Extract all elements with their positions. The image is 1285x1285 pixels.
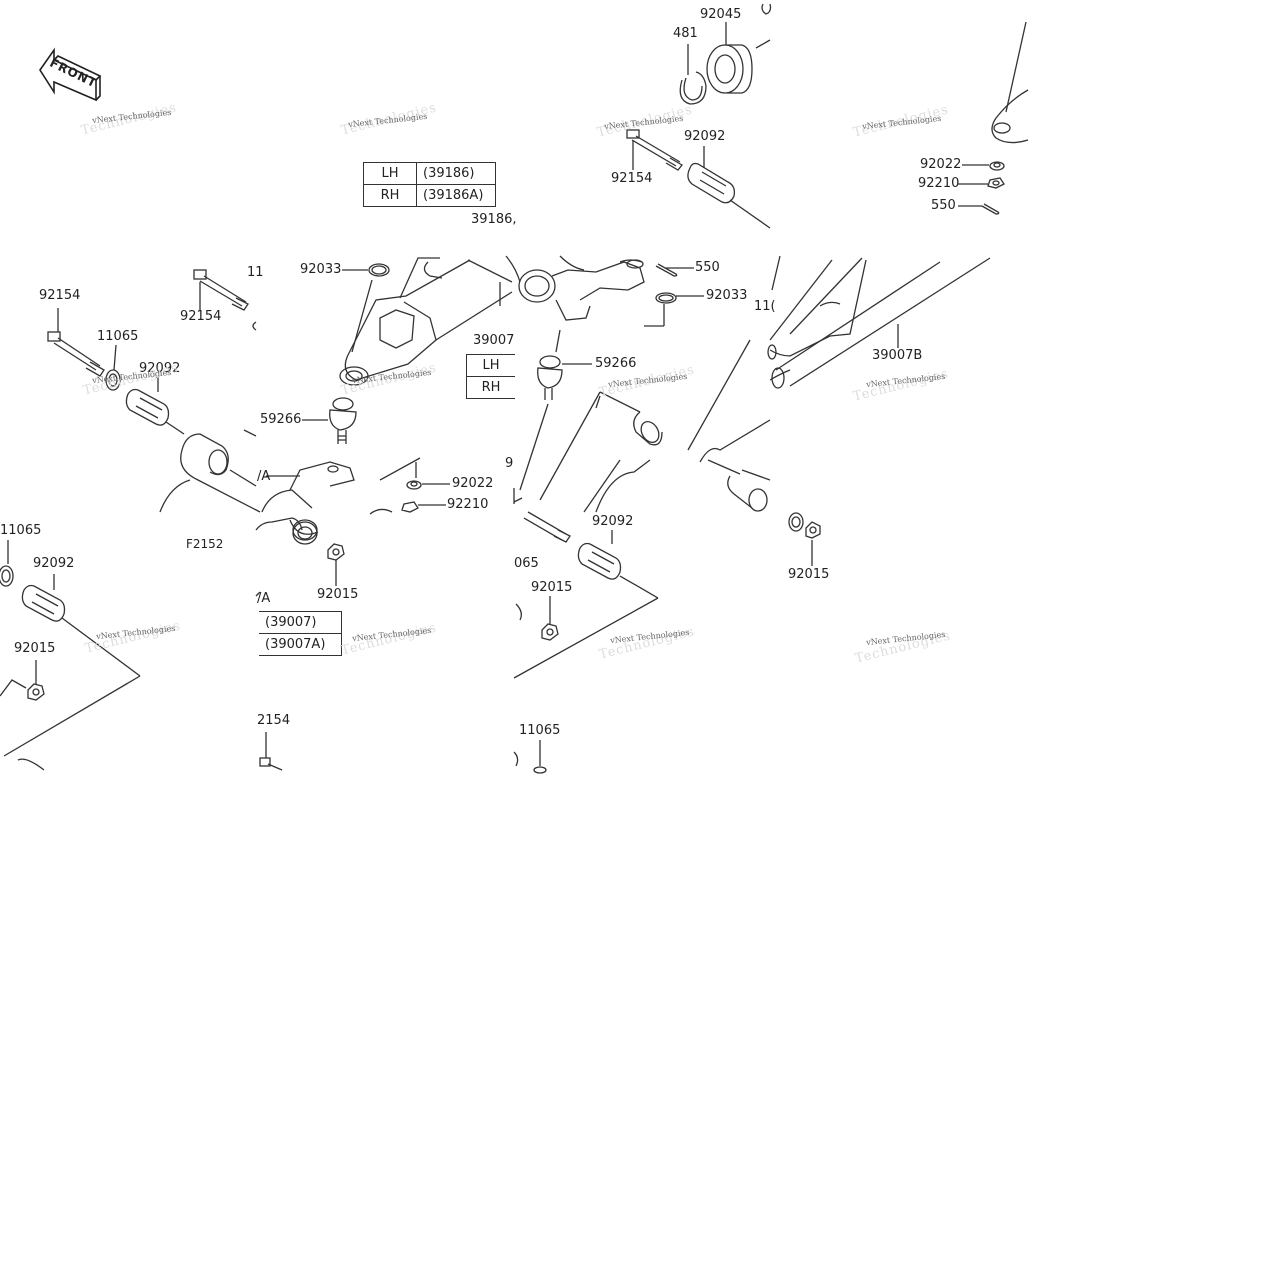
table-cell-side: LH [363,162,417,185]
part-label-92154-top: 92154 [611,171,653,186]
bolt-2154-bottom [259,757,283,771]
bushing-92092-top [687,162,771,229]
part-label-39007b: 39007B [872,348,923,363]
part-label-92033-center: 92033 [300,262,342,277]
bolt-bottom-mid [523,511,571,543]
lower-arm-mid [539,339,771,513]
variant-table-arm-mid: LH RH [466,354,515,399]
washer-92022-center [406,480,422,490]
diagram-code: F2152 [186,537,224,551]
variant-table-arm-low: (39007) (39007A) [259,611,342,656]
table-row: (39007A) [259,633,342,656]
part-label-92033-mid: 92033 [706,288,748,303]
bolt-92154-left-b [47,331,105,377]
ball-joint-59266-mid [537,355,563,400]
table-row: LH [466,354,515,377]
table-row: RH [466,376,515,399]
bolt-92154-left-a [193,269,249,311]
part-label-fragment-11b: 11( [754,299,776,314]
bushing-92092-low [3,584,141,757]
ring-92033-mid [655,292,677,304]
nut-92210-top [987,177,1005,189]
table-cell-part: (39186) [416,162,496,185]
part-label-59266-center: 59266 [260,412,302,427]
ring-92033-center [368,263,390,277]
washer-11065-bottom [513,751,547,774]
part-label-92154-b: 92154 [39,288,81,303]
table-cell-side: RH [466,376,515,399]
table-cell-part: (39007) [259,611,342,634]
upper-arm-center [339,257,513,386]
table-cell-part: (39007A) [259,633,342,656]
part-label-92210-top: 92210 [918,176,960,191]
part-label-92015-center: 92015 [317,587,359,602]
table-row: LH (39186) [363,162,496,185]
arm-lower-center [255,517,318,597]
washer-92022-top [989,161,1005,171]
nut-92015-right [788,512,821,539]
part-label-39007: 39007 [473,333,515,348]
part-label-92022-center: 92022 [452,476,494,491]
part-label-550-top: 550 [931,198,956,213]
ball-joint-59266-center [329,397,357,444]
front-arrow-icon [39,47,102,102]
part-label-92092-low: 92092 [33,556,75,571]
cotter-pin-550-mid [655,263,678,277]
part-label-92092-bottom-mid: 92092 [592,514,634,529]
part-label-92015-low: 92015 [14,641,56,656]
part-label-92015-bottom-mid: 92015 [531,580,573,595]
bushing-92092-left [125,388,185,435]
table-row: (39007) [259,611,342,634]
knuckle-top-right [991,21,1029,144]
snap-ring-481 [679,71,707,105]
table-cell-side: RH [363,184,417,207]
part-label-39186: 39186, [471,212,517,227]
bushing-92092-bottom-mid [513,542,659,679]
cotter-pin-550-top [981,203,1000,215]
variant-table-knuckle: LH (39186) RH (39186A) [363,162,496,207]
part-label-92092-top: 92092 [684,129,726,144]
part-label-92210-center: 92210 [447,497,489,512]
bearing-92045 [706,39,771,94]
part-label-92022-top: 92022 [920,157,962,172]
washer-11065-left [105,369,121,391]
part-label-92015-right: 92015 [788,567,830,582]
part-label-11065-left: 11065 [97,329,139,344]
nut-92015-bottom-mid [541,623,559,641]
part-label-11065-bottom: 11065 [519,723,561,738]
part-label-11065-low: 11065 [0,523,42,538]
part-label-a1: /A [257,469,271,484]
upper-arm-39007b [767,255,991,389]
part-label-92092-left: 92092 [139,361,181,376]
nut-92015-low [27,683,45,701]
part-label-065: 065 [514,556,539,571]
nut-92015-center [327,543,345,561]
part-label-a2: /A [257,591,271,606]
knuckle-39186 [505,255,645,321]
arm-mount-center [261,457,421,541]
table-cell-side: LH [466,354,515,377]
part-label-92154-a: 92154 [180,309,222,324]
nut-92210-center [401,501,419,513]
part-label-fragment-9: 9 [505,456,514,471]
part-label-2154: 2154 [257,713,291,728]
bolt-92154-top [626,129,683,171]
part-label-fragment-11: 11 [247,265,264,280]
part-label-550-mid: 550 [695,260,720,275]
table-row: RH (39186A) [363,184,496,207]
table-cell-part: (39186A) [416,184,496,207]
part-label-92045: 92045 [700,7,742,22]
part-label-59266-mid: 59266 [595,356,637,371]
washer-11065-low [0,565,14,587]
lower-arm-left [159,429,261,513]
part-label-481: 481 [673,26,698,41]
